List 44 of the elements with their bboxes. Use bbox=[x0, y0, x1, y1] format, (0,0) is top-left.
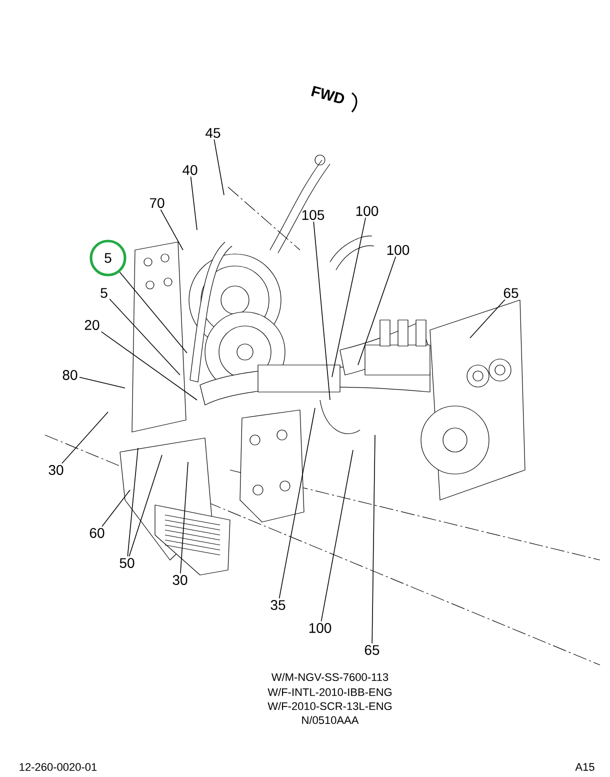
callout-number: 30 bbox=[172, 575, 188, 585]
leader-line bbox=[190, 176, 198, 230]
option-code: W/M-NGV-SS-7600-113 bbox=[271, 672, 388, 682]
callout-number: 100 bbox=[387, 245, 410, 255]
callout-number: 105 bbox=[302, 210, 324, 220]
circled-callout-number: 5 bbox=[90, 240, 126, 276]
callout-number: 60 bbox=[90, 528, 104, 538]
option-code: N/0510AAA bbox=[302, 716, 359, 724]
leader-line bbox=[372, 434, 376, 644]
leader-line bbox=[102, 490, 130, 527]
callout-number: 65 bbox=[364, 645, 380, 655]
callout-number: 80 bbox=[62, 370, 78, 380]
direction-label: FWD bbox=[311, 86, 344, 104]
leader-line bbox=[119, 272, 188, 354]
leader-line bbox=[313, 221, 330, 400]
leader-line bbox=[100, 331, 198, 400]
leader-line bbox=[332, 217, 366, 378]
page-id: A15 bbox=[575, 763, 594, 771]
option-code: W/F-INTL-2010-IBB-ENG bbox=[268, 688, 392, 696]
callout-number: 65 bbox=[504, 288, 518, 298]
option-code: W/F-2010-SCR-13L-ENG bbox=[268, 702, 392, 710]
page-number: 12-260-0020-01 bbox=[20, 763, 97, 771]
leader-line bbox=[320, 450, 354, 622]
leader-line bbox=[128, 454, 162, 557]
leader-line bbox=[358, 256, 396, 366]
callout-number: 50 bbox=[120, 558, 134, 568]
callout-number: 5 bbox=[100, 288, 108, 298]
leader-line bbox=[214, 139, 224, 196]
callout-number: 100 bbox=[356, 206, 378, 216]
callout-number: 20 bbox=[84, 320, 100, 330]
callout-number: 35 bbox=[270, 600, 286, 610]
leader-line bbox=[470, 299, 506, 338]
leader-line bbox=[127, 448, 138, 557]
leader-line bbox=[160, 209, 184, 250]
leader-line bbox=[62, 412, 108, 464]
leader-line bbox=[79, 376, 126, 388]
callout-number: 30 bbox=[48, 465, 64, 475]
callout-number: 100 bbox=[309, 623, 332, 633]
callout-number: 40 bbox=[182, 165, 198, 175]
leader-line bbox=[180, 462, 188, 574]
leader-line bbox=[109, 298, 180, 376]
leader-line bbox=[278, 408, 316, 599]
callout-number: 45 bbox=[206, 128, 220, 138]
callout-number: 70 bbox=[150, 198, 164, 208]
